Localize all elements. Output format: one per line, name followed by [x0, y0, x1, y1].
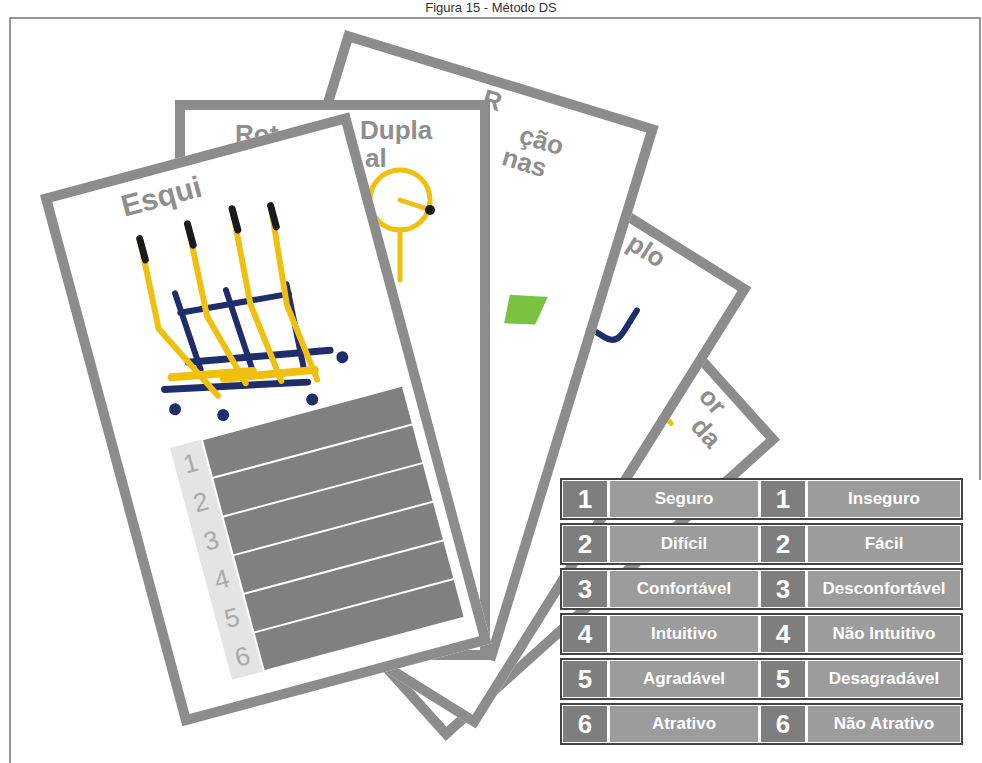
scale-row: 2Difícil2Fácil — [560, 523, 963, 565]
illustration-part — [159, 326, 336, 418]
scale-number: 4 — [761, 616, 805, 652]
scale-number: 3 — [761, 571, 805, 607]
wheel — [335, 350, 350, 365]
scale-term: Confortável — [610, 571, 758, 607]
scale-number: 5 — [563, 661, 607, 697]
scale-number: 2 — [563, 526, 607, 562]
rating-bar — [255, 580, 464, 670]
scale-number: 1 — [761, 481, 805, 517]
scale-term: Atrativo — [610, 706, 758, 742]
scale-number: 2 — [761, 526, 805, 562]
scale-number: 5 — [761, 661, 805, 697]
scale-row: 3Confortável3Desconfortável — [560, 568, 963, 610]
scale-row: 4Intuitivo4Não Intuitivo — [560, 613, 963, 655]
scale-number: 1 — [563, 481, 607, 517]
scale-term: Difícil — [610, 526, 758, 562]
scale-term: Agradável — [610, 661, 758, 697]
card-title: plo — [622, 228, 670, 273]
illustration-part — [582, 281, 642, 345]
card-title: da — [685, 412, 727, 454]
scale-number: 6 — [563, 706, 607, 742]
scale-term: Fácil — [808, 526, 960, 562]
scale-number: 4 — [563, 616, 607, 652]
scale-term: Desconfortável — [808, 571, 960, 607]
card-title: al — [365, 144, 387, 173]
figure-title: Figura 15 - Método DS — [0, 0, 982, 16]
scale-term: Não Atrativo — [808, 706, 960, 742]
illustration-part — [501, 286, 547, 333]
scale-term: Não Intuitivo — [808, 616, 960, 652]
frame-line — [10, 18, 980, 763]
scale-row: 1Seguro1Inseguro — [560, 478, 963, 520]
illustration-part — [261, 208, 317, 383]
scale-term: Inseguro — [808, 481, 960, 517]
wheel — [305, 392, 320, 407]
scale-number: 3 — [563, 571, 607, 607]
scale-term: Intuitivo — [610, 616, 758, 652]
scale-term: Seguro — [610, 481, 758, 517]
wheel — [216, 408, 231, 423]
card-title: Esqui — [118, 170, 205, 223]
scale-row: 6Atrativo6Não Atrativo — [560, 703, 963, 745]
card-title: or — [693, 382, 732, 420]
card-title: Dupla — [360, 116, 432, 145]
illustration-part — [630, 401, 671, 442]
scale-row: 5Agradável5Desagradável — [560, 658, 963, 700]
illustration-part — [425, 205, 435, 215]
wheel — [168, 402, 183, 417]
scale-number: 6 — [761, 706, 805, 742]
scale-term: Desagradável — [808, 661, 960, 697]
illustration-part — [172, 341, 315, 406]
